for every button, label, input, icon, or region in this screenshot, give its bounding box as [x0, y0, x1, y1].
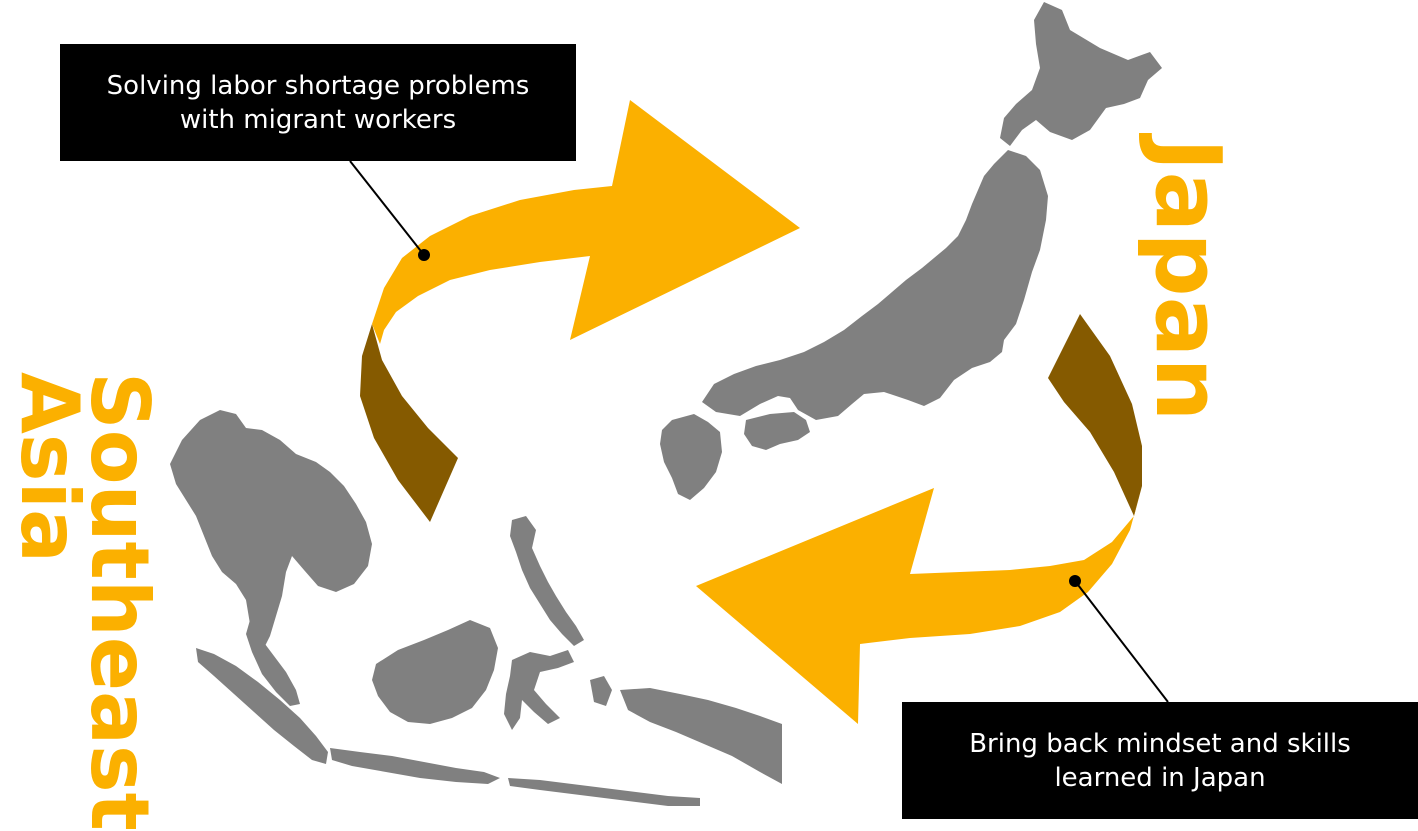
callout-bring-back-skills: Bring back mindset and skills learned in…: [902, 702, 1418, 819]
sumatra-island: [196, 648, 328, 764]
callout-bring-back-skills-line2: learned in Japan: [1054, 762, 1266, 793]
top-leader-dot: [418, 249, 430, 261]
malay-peninsula: [246, 620, 300, 706]
southeast-asia-map: [170, 410, 782, 806]
kyushu-island: [660, 414, 722, 500]
hokkaido-island: [1000, 2, 1162, 146]
mainland-southeast-asia: [170, 410, 372, 652]
top-leader-line: [349, 160, 425, 256]
arrow-to-japan-body: [372, 100, 800, 344]
borneo-island: [372, 620, 498, 724]
sulawesi-island: [504, 650, 574, 730]
arrow-to-southeast-asia-twist: [1048, 314, 1142, 516]
callout-labor-shortage-line1: Solving labor shortage problems: [106, 70, 530, 101]
lesser-sunda-islands: [508, 778, 700, 806]
shikoku-island: [744, 412, 810, 450]
moluccas-islands: [590, 676, 612, 706]
arrow-to-southeast-asia-body: [696, 486, 1142, 724]
new-guinea-island: [620, 688, 782, 784]
philippines-islands: [510, 516, 584, 646]
southeast-asia-label: Southeast Asia: [3, 372, 166, 831]
bottom-leader-line: [1074, 580, 1169, 703]
callout-leaders: [349, 160, 1169, 703]
callout-bring-back-skills-line1: Bring back mindset and skills: [969, 728, 1351, 759]
java-island: [330, 748, 500, 784]
callout-labor-shortage: Solving labor shortage problems with mig…: [60, 44, 576, 161]
callout-labor-shortage-line2: with migrant workers: [179, 104, 457, 135]
bottom-leader-dot: [1069, 575, 1081, 587]
honshu-island: [702, 150, 1048, 420]
arrow-to-japan-twist: [360, 324, 458, 522]
japan-map: [660, 2, 1162, 500]
arrow-to-southeast-asia: [696, 314, 1142, 724]
arrow-to-japan: [360, 100, 800, 522]
japan-label: Japan: [1135, 138, 1240, 422]
